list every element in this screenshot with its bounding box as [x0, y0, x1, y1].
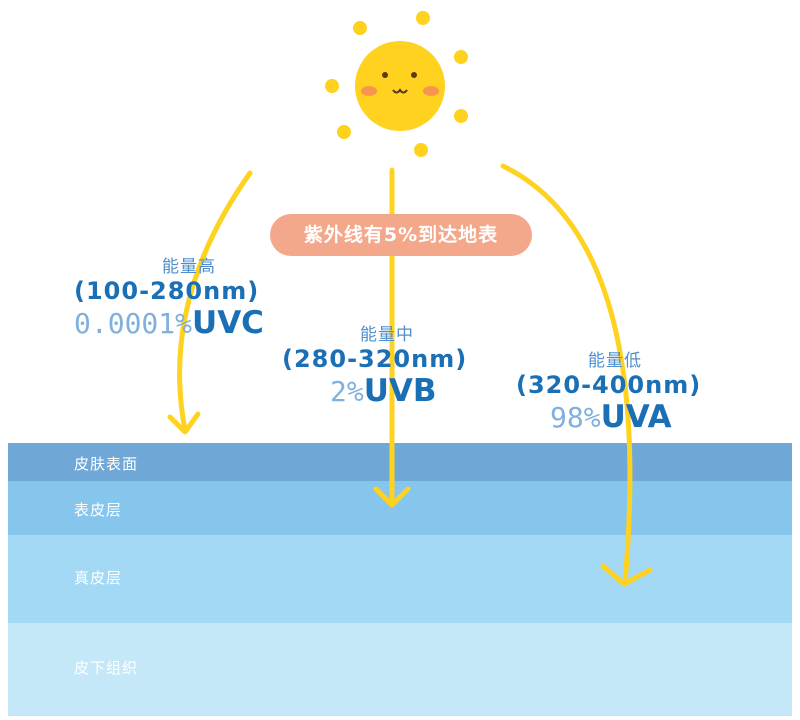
skin-layer-label: 真皮层 [74, 569, 123, 587]
uvc-range: (100-280nm) [74, 277, 260, 305]
uvc-percent: 0.0001% [74, 307, 193, 340]
uvb-share: 2% UVB [330, 373, 502, 409]
sun-icon [325, 11, 468, 157]
uva-percent: 98% [550, 401, 601, 434]
uvb-percent: 2% [330, 375, 364, 408]
uvb-band: UVB [363, 373, 437, 409]
skin-layer-label: 皮下组织 [74, 659, 139, 677]
skin-layer-dermis: 真皮层 [8, 535, 792, 623]
uva-arrowhead [600, 563, 653, 587]
uvc-arrow-icon [177, 170, 253, 433]
uvc-band: UVC [192, 305, 264, 341]
skin-layer-surface: 皮肤表面 [8, 443, 792, 481]
uvc-info: 能量高 (100-280nm) 0.0001% UVC [74, 252, 314, 341]
skin-layer-epidermis: 表皮层 [8, 481, 792, 535]
uvb-info: 能量中 (280-320nm) 2% UVB [282, 320, 502, 409]
uva-band: UVA [600, 399, 672, 435]
skin-layer-label: 表皮层 [74, 501, 123, 519]
uva-range: (320-400nm) [516, 371, 702, 399]
skin-layer-subcutaneous: 皮下组织 [8, 623, 792, 716]
uvb-range: (280-320nm) [282, 345, 468, 373]
uva-info: 能量低 (320-400nm) 98% UVA [516, 346, 756, 435]
uva-energy: 能量低 [588, 351, 642, 371]
uva-share: 98% UVA [550, 399, 756, 435]
uvc-share: 0.0001% UVC [74, 305, 314, 341]
uvb-arrowhead [373, 486, 411, 508]
skin-layer-label: 皮肤表面 [74, 455, 139, 473]
uvc-arrowhead [167, 411, 201, 435]
uva-arrow-icon [500, 163, 633, 585]
uvb-energy: 能量中 [360, 325, 414, 345]
uvc-energy: 能量高 [162, 257, 216, 277]
banner-pill: 紫外线有5%到达地表 [270, 214, 532, 256]
